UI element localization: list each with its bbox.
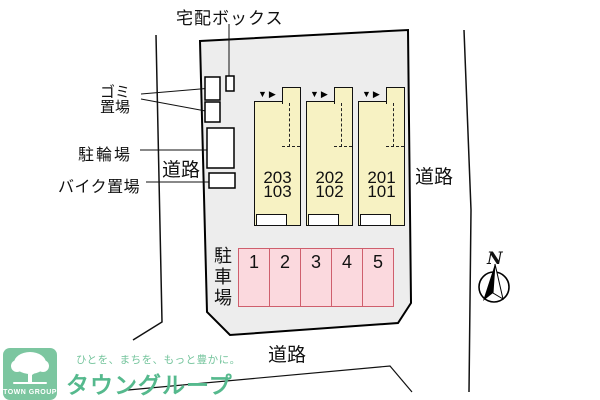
arrow-right-icon: ▶ [320, 89, 330, 99]
unit-balcony [308, 214, 339, 226]
label-bicycle-parking: 駐輪場 [78, 147, 133, 164]
unit-body [358, 101, 405, 226]
unit-numbers: 201 101 [358, 168, 405, 201]
building-unit-203-103: ▼▶ 203 103 [254, 87, 301, 226]
unit-entrance-notch [386, 87, 405, 104]
delivery-box [225, 75, 235, 92]
label-garbage-line2: 置場 [100, 99, 131, 116]
arrow-right-icon: ▶ [268, 89, 278, 99]
building-unit-202-102: ▼▶ 202 102 [306, 87, 353, 226]
label-garbage-area: ゴミ 置場 [100, 85, 130, 115]
entry-direction-icons: ▼▶ [362, 90, 382, 99]
unit-number-upper: 201 [367, 168, 396, 187]
parking-space-2: 2 [270, 249, 301, 306]
leader-garbage-1 [140, 87, 213, 95]
label-road-bottom: 道路 [268, 345, 307, 366]
label-car-parking: 駐車場 [212, 246, 232, 309]
bicycle-parking-box [206, 127, 235, 169]
unit-body [254, 101, 301, 226]
entry-direction-icons: ▼▶ [258, 90, 278, 99]
label-road-right: 道路 [415, 167, 454, 188]
unit-balcony [256, 214, 287, 226]
leader-garbage-2 [140, 98, 212, 113]
logo-badge-text: TOWN GROUP [3, 389, 57, 396]
unit-number-upper: 203 [263, 168, 292, 187]
stair-dashed-line [341, 103, 342, 147]
unit-number-lower: 101 [367, 181, 396, 201]
arrow-down-icon: ▼ [258, 89, 269, 99]
arrow-down-icon: ▼ [310, 89, 321, 99]
arrow-right-icon: ▶ [372, 89, 382, 99]
logo-brand-text: タウングループ [66, 372, 233, 398]
logo-tagline: ひとを、まちを、もっと豊かに。 [76, 354, 241, 366]
parking-space-5: 5 [372, 252, 383, 272]
unit-body [306, 101, 353, 226]
unit-entrance-notch [282, 87, 301, 104]
unit-number-lower: 102 [315, 181, 344, 201]
label-garbage-line1: ゴミ [100, 84, 131, 101]
unit-numbers: 203 103 [254, 168, 301, 201]
stair-dashed-line [386, 146, 404, 147]
unit-number-lower: 103 [263, 181, 292, 201]
bike-parking-box [208, 172, 236, 189]
stair-dashed-line [289, 103, 290, 147]
parking-lot: 1 2 3 4 5 [238, 248, 394, 307]
stair-dashed-line [282, 146, 300, 147]
entry-direction-icons: ▼▶ [310, 90, 330, 99]
road-line-left [132, 34, 163, 341]
parking-space-3: 3 [301, 249, 332, 306]
unit-numbers: 202 102 [306, 168, 353, 201]
road-line-right [463, 29, 472, 393]
tree-icon [11, 352, 49, 384]
compass-icon [478, 263, 510, 303]
unit-number-upper: 202 [315, 168, 344, 187]
garbage-box-2 [204, 101, 221, 123]
building-unit-201-101: ▼▶ 201 101 [358, 87, 405, 226]
label-delivery-box: 宅配ボックス [176, 9, 284, 28]
parking-space-1: 1 [239, 249, 270, 306]
label-bike-parking: バイク置場 [58, 179, 141, 196]
town-group-logo: TOWN GROUP [3, 348, 57, 400]
garbage-box-1 [204, 76, 221, 101]
road-line-bottom [127, 365, 413, 393]
arrow-down-icon: ▼ [362, 89, 373, 99]
parking-space-4: 4 [332, 249, 363, 306]
stair-dashed-line [393, 103, 394, 147]
stair-dashed-line [334, 146, 352, 147]
label-road-left: 道路 [162, 160, 201, 181]
label-compass-north: N [487, 249, 503, 269]
unit-entrance-notch [334, 87, 353, 104]
unit-balcony [360, 214, 391, 226]
